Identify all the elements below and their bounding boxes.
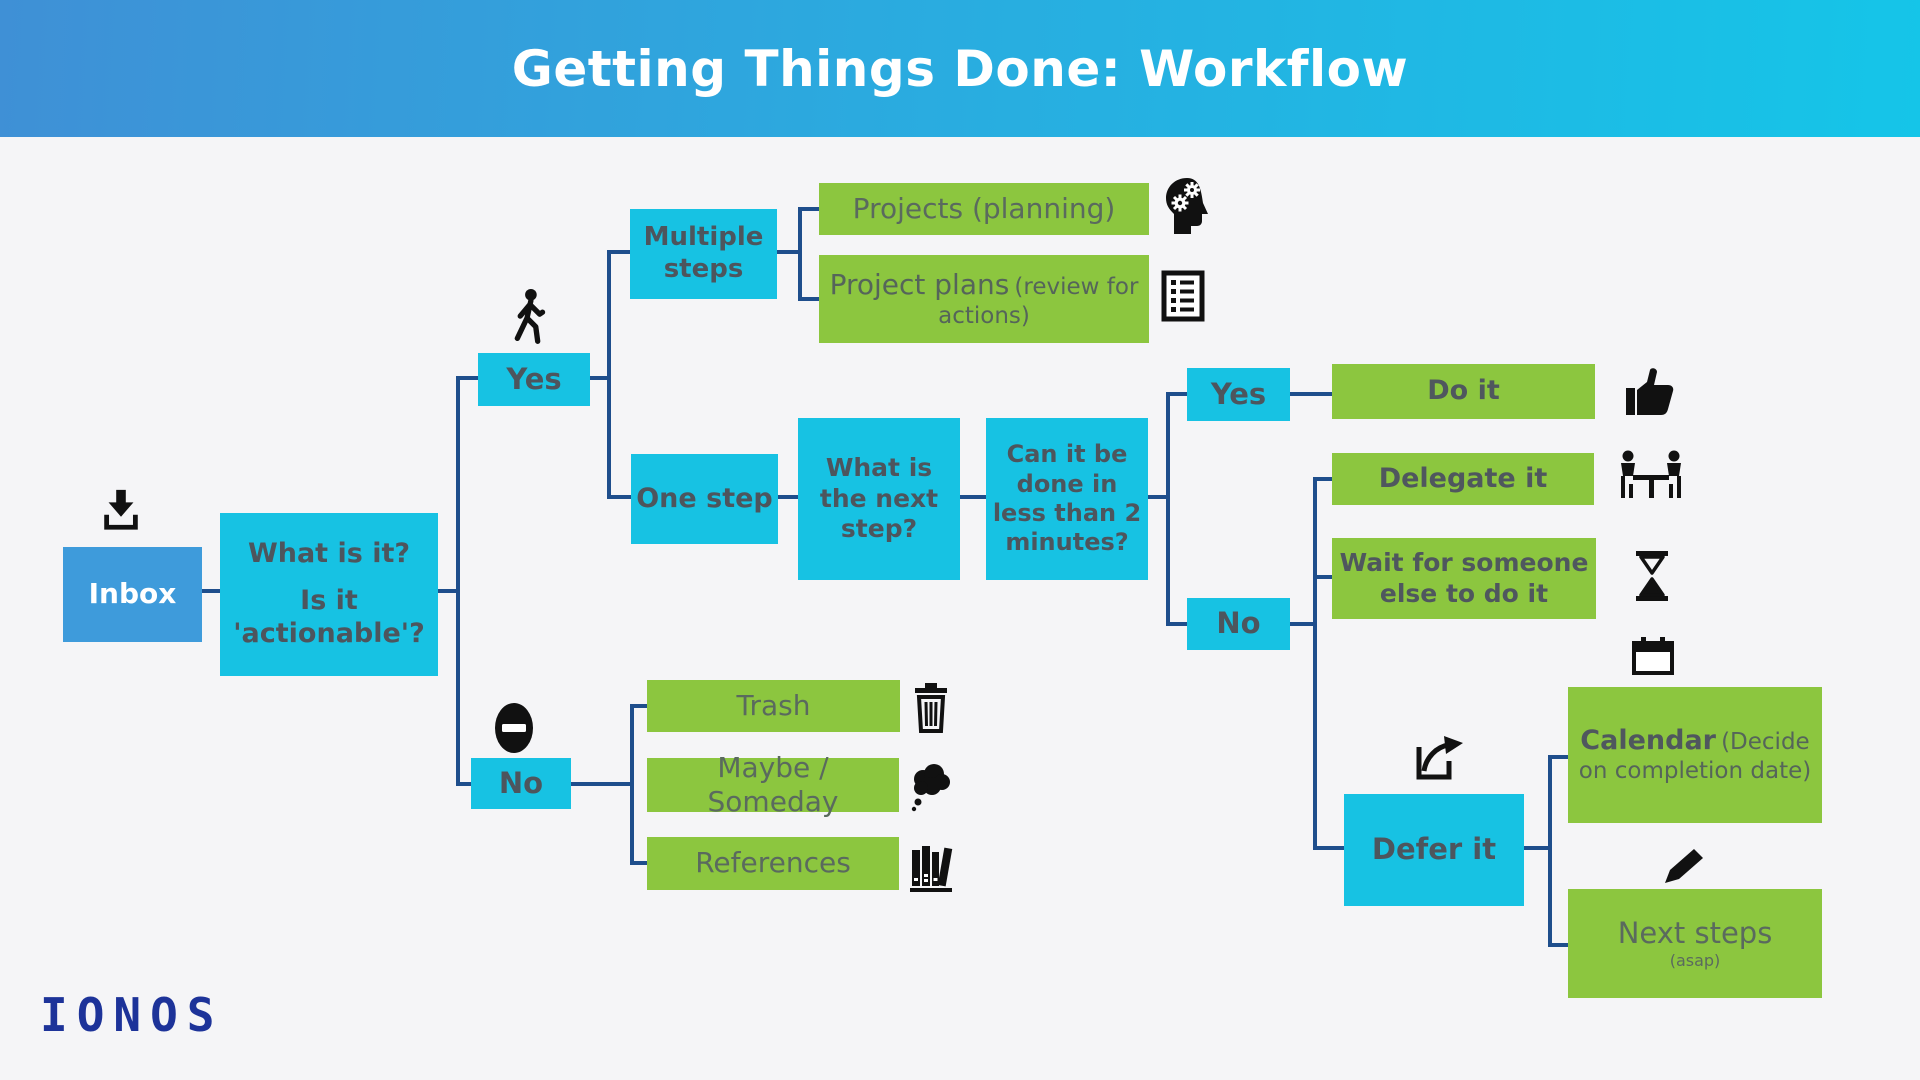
node-no-right: No (1187, 598, 1290, 650)
download-icon (98, 486, 144, 534)
node-wait: Wait for someone else to do it (1332, 538, 1596, 619)
node-next-step: What is the next step? (798, 418, 960, 580)
node-defer: Defer it (1344, 794, 1524, 906)
connector-line (1524, 846, 1550, 850)
node-maybe: Maybe / Someday (647, 751, 899, 818)
next-step-label: What is the next step? (819, 453, 939, 544)
multiple-steps-label: Multiple steps (643, 222, 764, 284)
node-inbox: Inbox (63, 547, 202, 642)
node-calendar: Calendar (Decide on completion date) (1568, 687, 1822, 823)
one-step-label: One step (636, 482, 773, 514)
yes-right-label: Yes (1210, 376, 1267, 411)
node-project-plans: Project plans (review for actions) (819, 255, 1149, 343)
project-plans-main: Project plans (829, 267, 1010, 301)
node-what-is-it: What is it? Is it 'actionable'? (220, 513, 438, 676)
connector-line (630, 704, 634, 865)
project-plans-sub: (review for actions) (938, 273, 1139, 330)
inbox-label: Inbox (88, 577, 177, 611)
references-label: References (695, 846, 851, 880)
connector-line (590, 376, 609, 380)
trash-label: Trash (736, 688, 811, 722)
share-icon (1411, 734, 1467, 782)
connector-line (798, 207, 819, 211)
connector-line (1290, 392, 1332, 396)
connector-line (1313, 575, 1332, 579)
node-delegate: Delegate it (1332, 453, 1594, 505)
connector-line (1166, 622, 1187, 626)
calendar-main: Calendar (1580, 724, 1716, 756)
defer-label: Defer it (1371, 832, 1497, 867)
connector-line (456, 376, 478, 380)
delegate-label: Delegate it (1378, 462, 1548, 494)
connector-line (777, 250, 800, 254)
node-references: References (647, 837, 899, 890)
no-right-label: No (1216, 606, 1261, 641)
header-banner: Getting Things Done: Workflow (0, 0, 1920, 137)
project-plans-text: Project plans (review for actions) (823, 268, 1145, 330)
what-is-it-line2: Is it 'actionable'? (233, 585, 425, 649)
connector-line (1290, 622, 1315, 626)
connector-line (960, 495, 986, 499)
books-icon (908, 844, 954, 894)
maybe-label: Maybe / Someday (707, 750, 839, 818)
connector-line (1313, 846, 1344, 850)
trash-icon (911, 681, 951, 735)
connector-line (1166, 392, 1170, 626)
connector-line (1548, 755, 1568, 759)
no-bottom-label: No (498, 765, 544, 800)
node-do-it: Do it (1332, 364, 1595, 419)
ionos-logo: IONOS (40, 988, 224, 1042)
connector-line (1166, 392, 1187, 396)
node-yes-top: Yes (478, 353, 590, 406)
calendar-sub: (Decide on completion date) (1578, 728, 1812, 785)
connector-line (798, 207, 802, 301)
connector-line (607, 250, 630, 254)
connector-line (202, 589, 220, 593)
yes-top-label: Yes (506, 361, 562, 396)
connector-line (630, 704, 647, 708)
connector-line (1313, 477, 1332, 481)
connector-line (571, 782, 632, 786)
connector-line (798, 297, 819, 301)
what-is-it-line1: What is it? (247, 538, 411, 570)
calendar-icon (1631, 636, 1675, 676)
connector-line (607, 250, 611, 499)
pencil-icon (1662, 844, 1708, 886)
connector-line (1548, 943, 1568, 947)
node-one-step: One step (631, 454, 778, 544)
minus-circle-icon (494, 702, 534, 754)
connector-line (630, 861, 647, 865)
delegate-people-icon (1616, 450, 1686, 502)
wait-label: Wait for someone else to do it (1339, 548, 1589, 608)
connector-line (1313, 477, 1317, 850)
node-no-bottom: No (471, 758, 571, 809)
connector-line (1148, 495, 1168, 499)
thumbs-up-icon (1624, 366, 1680, 418)
node-trash: Trash (647, 680, 900, 732)
node-next-steps: Next steps (asap) (1568, 889, 1822, 998)
head-gears-icon (1161, 176, 1215, 236)
page-title: Getting Things Done: Workflow (511, 39, 1409, 98)
connector-line (1548, 755, 1552, 947)
projects-label: Projects (planning) (852, 191, 1116, 225)
checklist-icon (1161, 270, 1205, 322)
connector-line (438, 589, 458, 593)
walking-person-icon (508, 288, 548, 350)
node-multiple-steps: Multiple steps (630, 209, 777, 299)
two-minutes-label: Can it be done in less than 2 minutes? (992, 440, 1142, 557)
node-projects: Projects (planning) (819, 183, 1149, 235)
hourglass-icon (1633, 549, 1671, 603)
thought-cloud-icon (908, 762, 952, 814)
next-steps-sub: (asap) (1669, 951, 1721, 971)
calendar-text: Calendar (Decide on completion date) (1572, 725, 1818, 786)
next-steps-main: Next steps (1617, 916, 1773, 951)
connector-line (456, 376, 460, 786)
connector-line (607, 495, 631, 499)
node-two-minutes: Can it be done in less than 2 minutes? (986, 418, 1148, 580)
connector-line (456, 782, 471, 786)
connector-line (778, 495, 798, 499)
do-it-label: Do it (1427, 375, 1500, 407)
node-yes-right: Yes (1187, 368, 1290, 421)
